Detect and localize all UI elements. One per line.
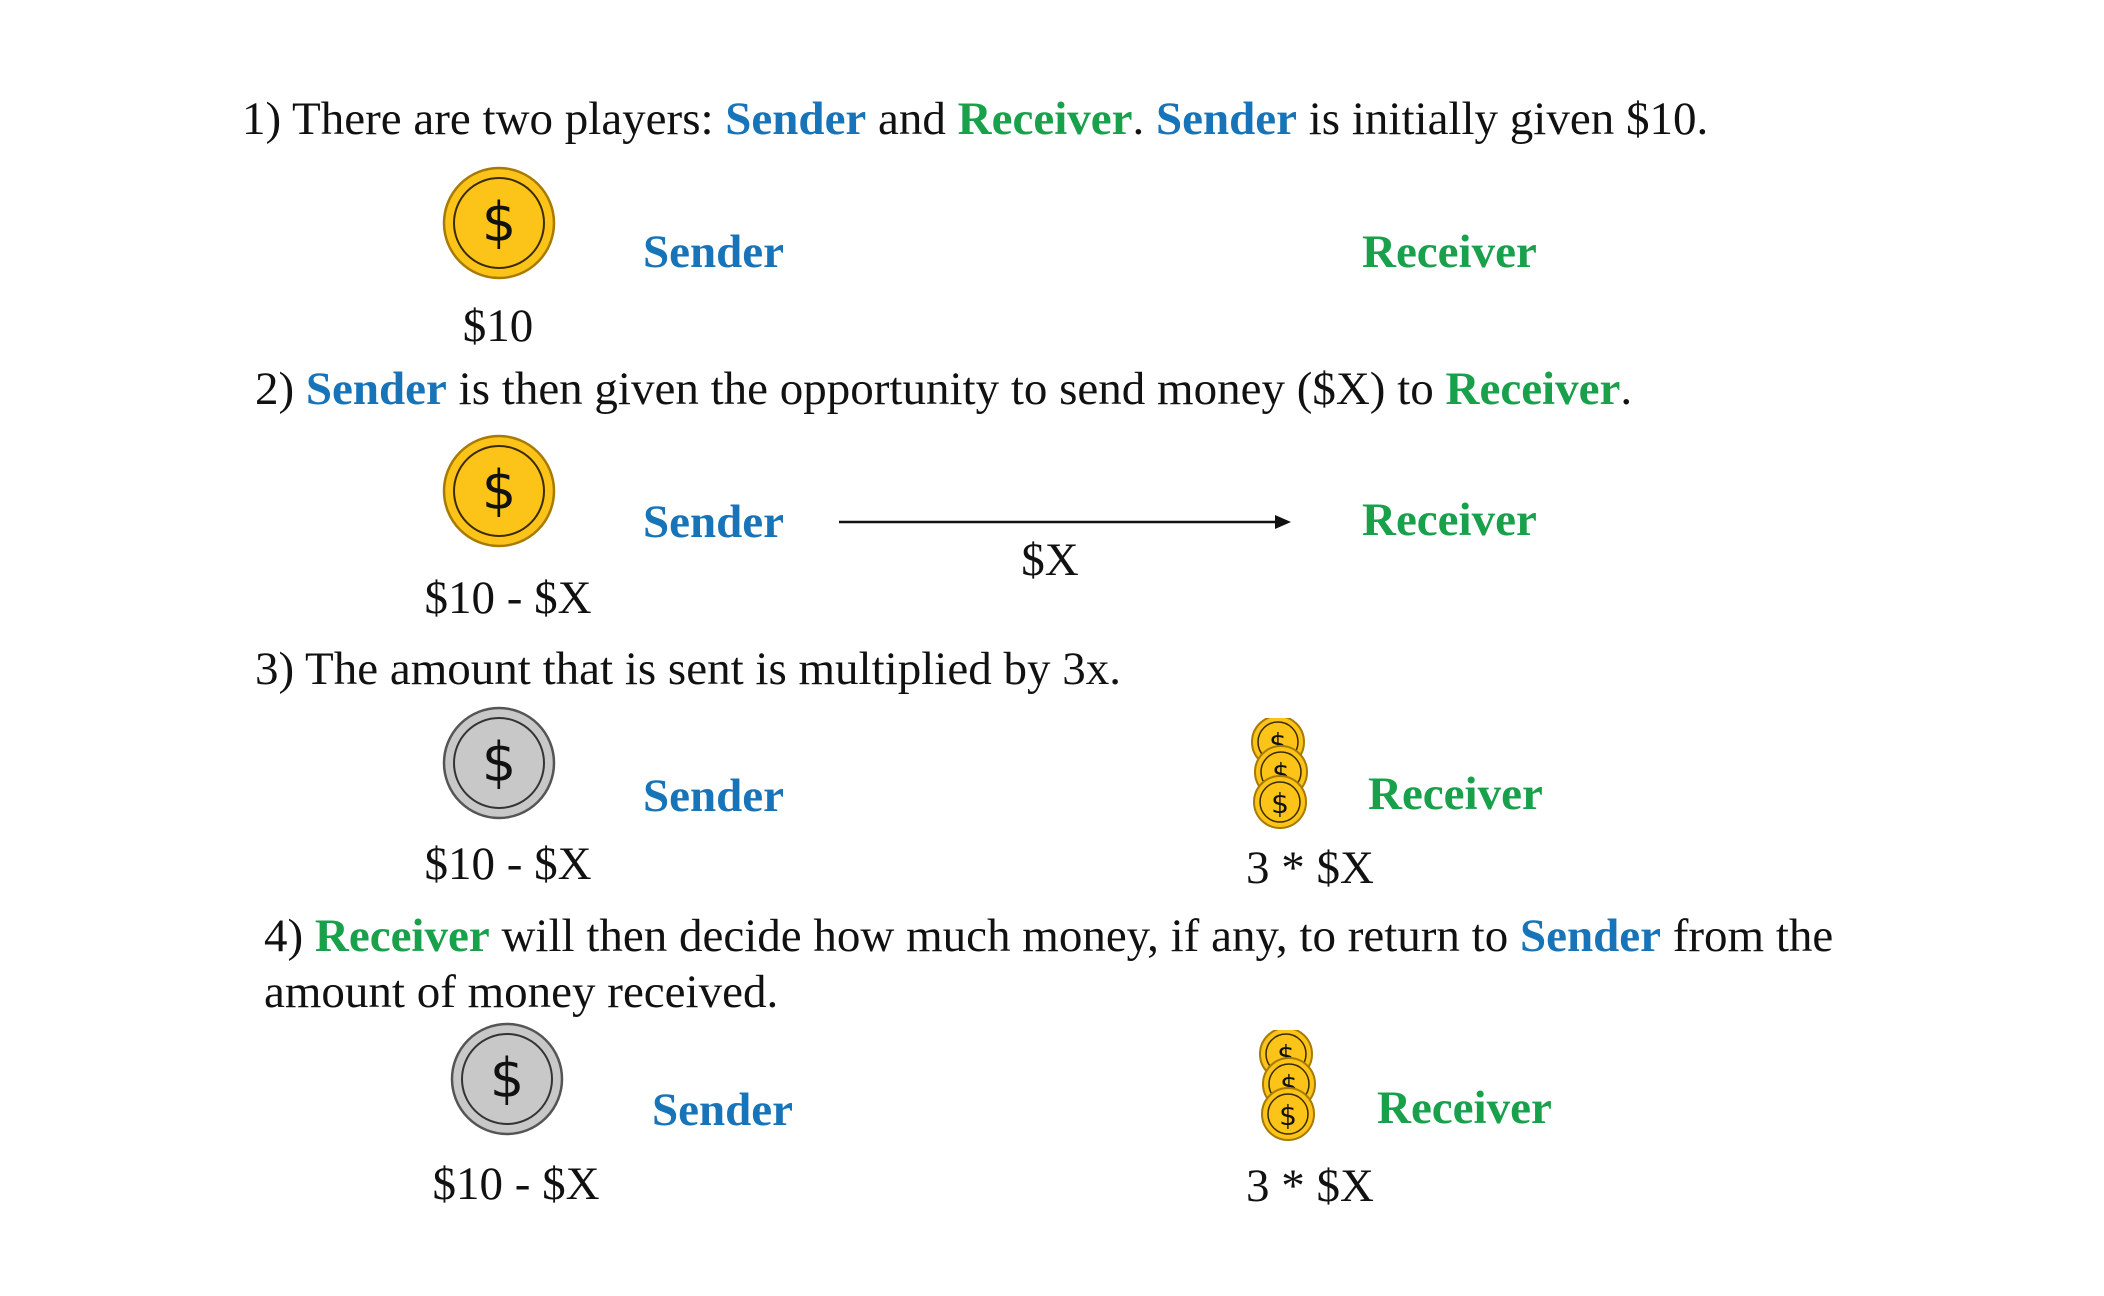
step-1-text: 1) There are two players: Sender and Rec… — [242, 91, 1708, 147]
receiver-label: Receiver — [1362, 494, 1537, 546]
gold-coin-stack-icon: $ $ $ — [1251, 718, 1308, 829]
sender-name: Sender — [305, 363, 447, 415]
step-text-segment: is then given the opportunity to send mo… — [446, 363, 1446, 415]
coin-symbol: $ — [482, 731, 516, 794]
sender-amount: $10 - $X — [424, 838, 592, 890]
sender-label: Sender — [652, 1084, 793, 1136]
step-text-segment: The amount that is sent is multiplied by… — [294, 643, 1121, 695]
receiver-label: Receiver — [1377, 1082, 1552, 1134]
step-text-segment: . — [1620, 363, 1633, 415]
step-4-text: 4) Receiver will then decide how much mo… — [264, 908, 1904, 1020]
transfer-arrow — [839, 515, 1291, 529]
receiver-name: Receiver — [1445, 363, 1621, 415]
sender-amount: $10 - $X — [424, 572, 592, 624]
sender-label: Sender — [643, 226, 784, 278]
sender-label: Sender — [643, 496, 784, 548]
receiver-label: Receiver — [1368, 768, 1543, 820]
receiver-amount: 3 * $X — [1246, 1160, 1374, 1212]
transfer-amount: $X — [1021, 534, 1079, 586]
step-number: 3) — [255, 643, 295, 695]
step-text-segment: is initially given $10. — [1296, 93, 1709, 145]
gold-coin-stack-icon: $ $ $ — [1259, 1030, 1316, 1141]
step-2-text: 2) Sender is then given the opportunity … — [255, 361, 1632, 417]
sender-name: Sender — [1155, 93, 1297, 145]
sender-name: Sender — [725, 93, 867, 145]
step-text-segment — [303, 910, 315, 962]
step-text-segment: There are two players: — [281, 93, 726, 145]
coin-symbol: $ — [482, 459, 516, 522]
coin-symbol: $ — [490, 1047, 524, 1110]
sender-name: Sender — [1519, 910, 1661, 962]
step-number: 2) — [255, 363, 295, 415]
sender-amount: $10 - $X — [432, 1158, 600, 1210]
coin-symbol: $ — [1271, 787, 1289, 820]
gold-coin-icon: $ — [442, 434, 556, 548]
receiver-label: Receiver — [1362, 226, 1537, 278]
sender-amount: $10 — [462, 300, 534, 352]
receiver-amount: 3 * $X — [1246, 842, 1374, 894]
step-number: 1) — [242, 93, 282, 145]
coin-symbol: $ — [1279, 1099, 1297, 1132]
step-text-segment: from the amount of money received. — [264, 910, 1834, 1018]
coin-symbol: $ — [482, 191, 516, 254]
sender-label: Sender — [643, 770, 784, 822]
step-number: 4) — [264, 910, 304, 962]
gold-coin-icon: $ — [442, 166, 556, 280]
receiver-name: Receiver — [957, 93, 1133, 145]
gray-coin-icon: $ — [450, 1022, 564, 1136]
step-text-segment: . — [1132, 93, 1156, 145]
step-text-segment: will then decide how much money, if any,… — [489, 910, 1520, 962]
step-text-segment: and — [866, 93, 958, 145]
receiver-name: Receiver — [314, 910, 490, 962]
gray-coin-icon: $ — [442, 706, 556, 820]
step-text-segment — [294, 363, 306, 415]
step-3-text: 3) The amount that is sent is multiplied… — [255, 641, 1121, 697]
